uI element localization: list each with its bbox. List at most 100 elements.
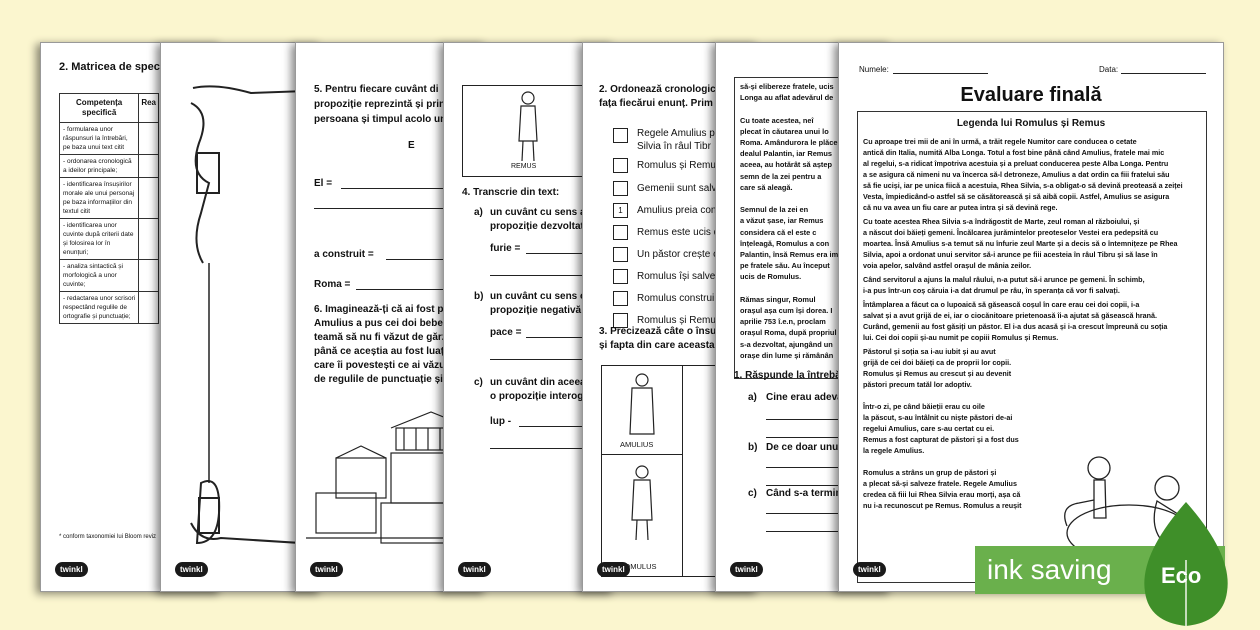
question-line: 6. Imaginează-ți că ai fost po xyxy=(314,304,450,315)
answer-line[interactable] xyxy=(766,467,891,468)
text-line: orașul așa cum își dorea. I xyxy=(740,306,833,315)
text-line: dealul Palantin, iar Remus xyxy=(740,149,833,159)
item-text: De ce doar unul d xyxy=(766,442,850,453)
page-title: 2. Matricea de spec xyxy=(59,61,160,73)
text-line: orașe din lume și rămânân xyxy=(740,350,834,360)
question-line: până ce aceștia au fost luați xyxy=(314,346,447,357)
eco-label: Eco xyxy=(1161,563,1202,588)
story-text-box xyxy=(857,111,1207,583)
text-line: la regele Amulius. xyxy=(863,446,925,455)
event-item: Remus este ucis de xyxy=(637,227,725,238)
answer-line[interactable] xyxy=(490,359,614,360)
date-label: Data: xyxy=(1099,65,1119,74)
text-line: lui. Cei doi copii și-au numit pe copiii… xyxy=(863,333,1059,342)
answer-line[interactable] xyxy=(526,337,611,338)
answer-line[interactable] xyxy=(526,253,611,254)
item-letter: c) xyxy=(748,488,757,499)
answer-line[interactable] xyxy=(766,513,891,514)
eco-leaf-icon xyxy=(975,502,1228,626)
event-item: Un păstor crește c xyxy=(637,249,719,260)
text-line: Vesta, împiedicând-o astfel să se căsăto… xyxy=(863,192,1170,201)
text-line: Cu toate acestea Rhea Silvia s-a îndrăgo… xyxy=(863,217,1140,226)
page-final-evaluation: Numele: Data: Evaluare finală Legenda lu… xyxy=(838,42,1224,592)
table-cell: - formularea unor răspunsuri la întrebăr… xyxy=(58,122,140,155)
text-line: moartea. Însă Amulius s-a temut să nu în… xyxy=(863,239,1178,248)
twinkl-logo: twinkl xyxy=(175,562,208,577)
question-line: 5. Pentru fiecare cuvânt di xyxy=(314,84,439,95)
page-title: Evaluare finală xyxy=(960,84,1102,106)
name-field[interactable] xyxy=(893,73,988,74)
text-line: să-și elibereze fratele, ucis xyxy=(740,82,834,91)
item-text: un cuvânt din aceeaș xyxy=(490,377,592,388)
item-text: propoziție negativă; xyxy=(490,305,585,316)
event-item: Regele Amulius p xyxy=(637,128,715,139)
text-line: regelui Amulius, care s-au certat cu ei. xyxy=(863,424,995,433)
twinkl-logo: twinkl xyxy=(597,562,630,577)
event-item: Amulius preia con xyxy=(637,205,717,216)
text-line: Rămas singur, Romul xyxy=(740,294,816,304)
order-checkbox[interactable] xyxy=(613,181,628,196)
item-text: Cine erau adevăr xyxy=(766,392,847,403)
event-item: Romulus și Remus xyxy=(637,315,721,326)
text-line: Romulus a strâns un grup de păstori și xyxy=(863,468,997,477)
event-item: Gemenii sunt salv xyxy=(637,183,717,194)
remus-figure-icon xyxy=(518,91,538,162)
answer-line[interactable] xyxy=(341,188,481,189)
table-header: Competența specifică xyxy=(58,93,140,123)
text-line: Remus a fost capturat de păstori și a fo… xyxy=(863,435,1019,444)
word-label: pace = xyxy=(490,327,522,338)
table-cell: - redactarea unor scrisori respectând re… xyxy=(58,291,140,324)
order-checkbox[interactable] xyxy=(613,247,628,262)
item-letter: c) xyxy=(474,377,483,388)
order-checkbox[interactable] xyxy=(613,225,628,240)
order-checkbox[interactable] xyxy=(613,269,628,284)
answer-line[interactable] xyxy=(519,426,611,427)
romulus-caption: ROMULUS xyxy=(619,562,657,571)
text-line: care să aleagă. xyxy=(740,182,793,192)
romulus-figure-icon xyxy=(631,465,653,541)
story-title: Legenda lui Romulus și Remus xyxy=(956,118,1106,129)
answer-line[interactable] xyxy=(766,485,891,486)
answer-line[interactable] xyxy=(490,448,614,449)
answer-line[interactable] xyxy=(766,531,891,532)
date-field[interactable] xyxy=(1121,73,1206,74)
footnote: * conform taxonomiei lui Bloom reviz xyxy=(59,534,157,540)
remus-caption: REMUS xyxy=(511,163,537,170)
item-text: un cuvânt cu sens op xyxy=(490,291,593,302)
text-line: aceea, au hotărât să aștep xyxy=(740,160,833,170)
item-letter: b) xyxy=(474,291,484,302)
text-line: s-a dezvoltat, ajungând un xyxy=(740,339,833,349)
answer-line[interactable] xyxy=(314,208,484,209)
event-item: Romulus construi xyxy=(637,293,715,304)
item-letter: b) xyxy=(748,442,758,453)
amulius-caption: AMULIUS xyxy=(620,440,654,449)
text-line: Într-o zi, pe când băieții erau cu oile xyxy=(863,402,985,411)
question-line: care îi povestești ce ai văzut xyxy=(314,360,449,371)
item-letter: a) xyxy=(474,207,483,218)
text-line: Când servitorul a ajuns la malul râului,… xyxy=(863,275,1145,284)
text-line: Palantin, însă Remus era im xyxy=(740,250,839,259)
question-line: de regulile de punctuație și xyxy=(314,374,443,385)
text-line: Întâmplarea a făcut ca o lupoaică să găs… xyxy=(863,300,1140,309)
word-label: El = xyxy=(314,178,333,189)
answer-line[interactable] xyxy=(766,437,891,438)
text-line: Curând, gemenii au fost găsiți un păstor… xyxy=(863,322,1168,331)
word-label: a construit = xyxy=(314,249,374,260)
order-checkbox[interactable] xyxy=(613,313,628,328)
order-checkbox[interactable]: 1 xyxy=(613,203,628,218)
answer-line[interactable] xyxy=(766,419,891,420)
answer-line[interactable] xyxy=(356,289,481,290)
text-line: să fie uciși, iar pe unica fiică a acest… xyxy=(863,181,1183,190)
answer-line[interactable] xyxy=(386,259,481,260)
order-checkbox[interactable] xyxy=(613,291,628,306)
text-line: Păstorul și soția sa i-au iubit și au av… xyxy=(863,347,996,356)
answer-line[interactable] xyxy=(490,275,614,276)
order-checkbox[interactable] xyxy=(613,158,628,173)
text-line: a văzut șase, iar Remus xyxy=(740,216,824,226)
text-line: la păscut, s-au întâlnit cu niște păstor… xyxy=(863,413,1013,422)
item-letter: a) xyxy=(748,392,757,403)
text-line: înțeleagă, Romulus a con xyxy=(740,238,830,248)
order-checkbox[interactable] xyxy=(613,128,628,143)
text-line: că nu va avea un fiu care ar putea intra… xyxy=(863,203,1058,212)
